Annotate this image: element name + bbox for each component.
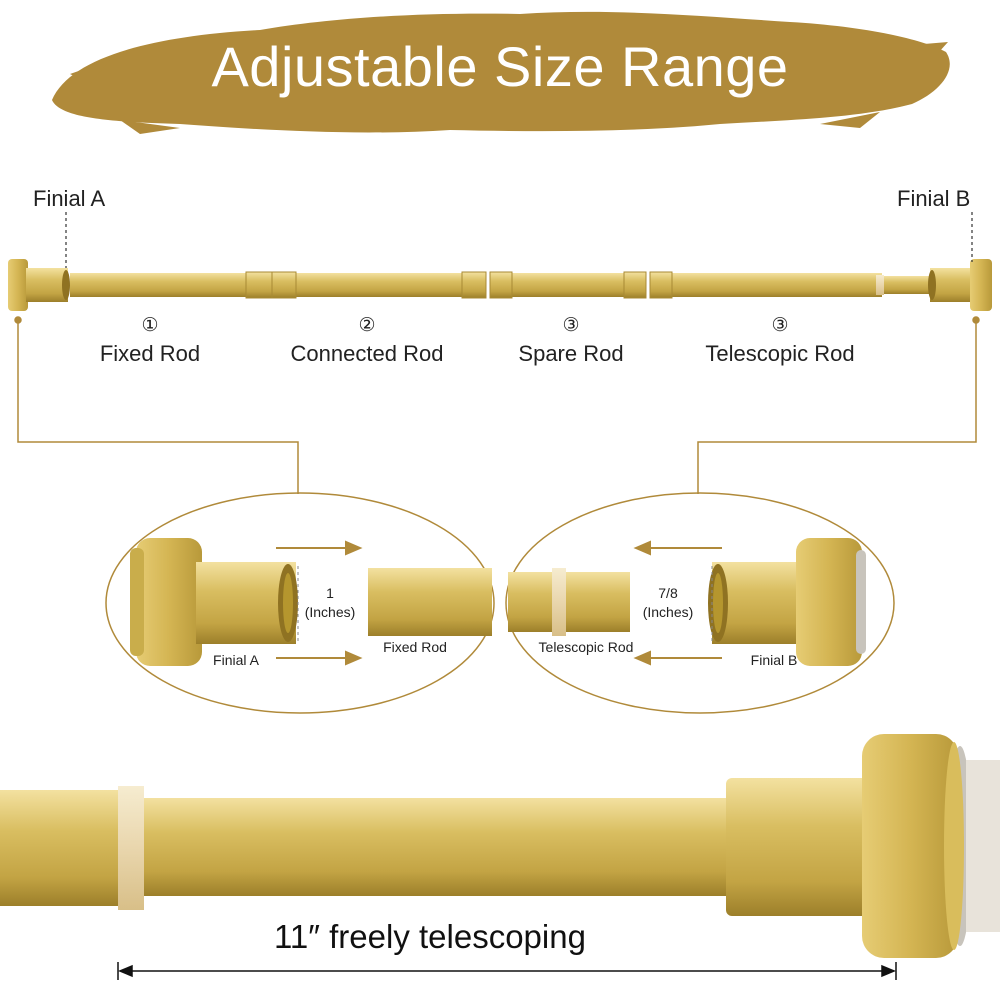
finial-b-disc (970, 259, 992, 311)
connector-lines (14, 316, 980, 494)
part-label: Connected Rod (290, 341, 444, 366)
part-number: ② (358, 315, 376, 336)
detail-finial-a-graphic (130, 538, 298, 666)
telescoping-caption: 11″ freely telescoping (274, 918, 586, 955)
right-size-value: 7/8 (658, 585, 678, 601)
part-number: ③ (562, 315, 580, 336)
part-number: ③ (771, 315, 789, 336)
left-size-value: 1 (326, 585, 334, 601)
detail-fixed-rod-graphic (368, 568, 492, 636)
detail-oval-left (105, 492, 495, 714)
part-label: Telescopic Rod (705, 341, 855, 366)
detail-oval-right (505, 492, 895, 714)
finial-a-cup (26, 268, 68, 302)
finial-a-disc (8, 259, 28, 311)
part-fixed-rod: ① Fixed Rod (88, 314, 212, 367)
finial-b-cup (930, 268, 972, 302)
part-connected-rod: ② Connected Rod (272, 314, 462, 367)
finial-b-label: Finial B (897, 186, 971, 211)
right-size-unit: (Inches) (642, 604, 694, 620)
fixed-rod-segment (70, 273, 270, 297)
finial-a-label: Finial A (33, 186, 106, 211)
telescopic-rod-segment (650, 273, 882, 297)
part-number: ① (141, 315, 159, 336)
title-banner (52, 11, 950, 134)
closeup-rod-graphic (0, 734, 1000, 958)
part-spare-rod: ③ Spare Rod (506, 314, 636, 367)
part-label: Fixed Rod (99, 341, 201, 366)
part-label: Spare Rod (518, 341, 624, 366)
left-finial-label: Finial A (213, 652, 259, 668)
spare-rod-segment (490, 273, 646, 297)
detail-telescopic-rod-graphic (508, 568, 630, 636)
left-size-unit: (Inches) (304, 604, 356, 620)
connected-rod-segment (272, 273, 486, 297)
right-finial-label: Finial B (750, 652, 798, 668)
part-telescopic-rod: ③ Telescopic Rod (688, 314, 872, 367)
full-rod-assembly (8, 259, 992, 311)
right-rod-label: Telescopic Rod (538, 639, 634, 655)
measure-line (117, 962, 897, 980)
detail-finial-b-graphic (708, 538, 866, 666)
page-title: Adjustable Size Range (211, 35, 789, 98)
left-rod-label: Fixed Rod (383, 639, 447, 655)
